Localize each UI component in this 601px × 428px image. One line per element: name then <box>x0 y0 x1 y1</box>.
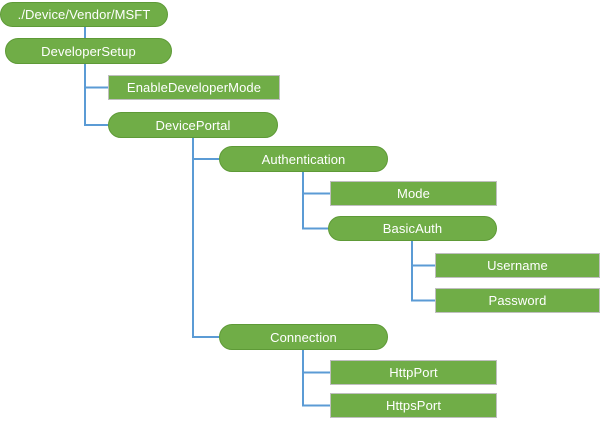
node-label-basicauth: BasicAuth <box>382 221 443 236</box>
connector-basicauth-to-password <box>411 241 435 302</box>
node-authentication[interactable]: Authentication <box>219 146 388 172</box>
connector-authentication-to-basicauth <box>302 172 328 230</box>
node-label-httpport: HttpPort <box>389 365 438 380</box>
node-enabledevelopermode[interactable]: EnableDeveloperMode <box>108 75 280 100</box>
connector-connection-to-httpsport <box>302 350 330 407</box>
node-root[interactable]: ./Device/Vendor/MSFT <box>0 2 168 27</box>
node-label-authentication: Authentication <box>261 151 346 167</box>
connector-authentication-to-mode <box>302 172 330 195</box>
node-deviceportal[interactable]: DevicePortal <box>108 112 278 138</box>
node-basicauth[interactable]: BasicAuth <box>328 216 497 241</box>
node-mode[interactable]: Mode <box>330 181 497 206</box>
connector-basicauth-to-username <box>411 241 435 267</box>
node-label-root: ./Device/Vendor/MSFT <box>17 7 151 22</box>
node-username[interactable]: Username <box>435 253 600 278</box>
connector-deviceportal-to-authentication <box>192 138 219 160</box>
node-label-username: Username <box>487 258 548 273</box>
node-httpsport[interactable]: HttpsPort <box>330 393 497 418</box>
node-label-connection: Connection <box>270 329 337 345</box>
connector-developersetup-to-enabledevelopermode <box>84 64 108 89</box>
node-password[interactable]: Password <box>435 288 600 313</box>
node-label-developersetup: DeveloperSetup <box>41 43 136 59</box>
node-httpport[interactable]: HttpPort <box>330 360 497 385</box>
node-developersetup[interactable]: DeveloperSetup <box>5 38 172 64</box>
node-connection[interactable]: Connection <box>219 324 388 350</box>
node-label-httpsport: HttpsPort <box>385 398 442 413</box>
node-label-enabledevelopermode: EnableDeveloperMode <box>126 80 262 95</box>
connector-connection-to-httpport <box>302 350 330 374</box>
node-label-deviceportal: DevicePortal <box>155 117 231 133</box>
node-label-mode: Mode <box>397 186 430 201</box>
node-label-password: Password <box>488 293 547 308</box>
connector-developersetup-to-deviceportal <box>84 64 108 126</box>
connector-deviceportal-to-connection <box>192 138 219 338</box>
